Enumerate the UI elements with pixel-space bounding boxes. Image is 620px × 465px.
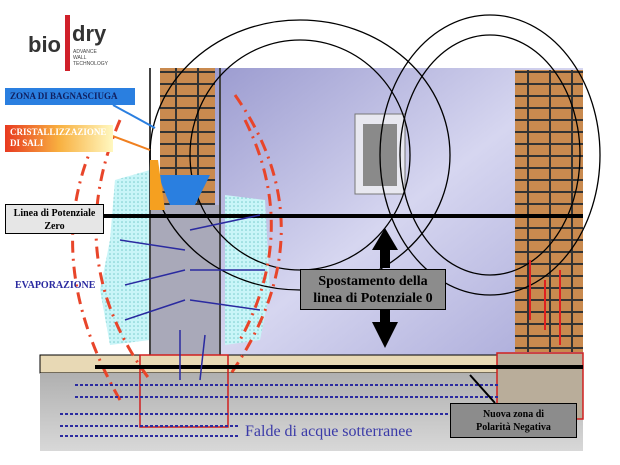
red-down-arrows	[529, 260, 561, 345]
nuova-zona-pointer	[469, 374, 496, 404]
orange-salt-flow	[150, 160, 165, 210]
electric-field-lines	[149, 14, 601, 296]
red-field-arcs	[71, 94, 283, 401]
evaporazione-label: EVAPORAZIONE	[15, 280, 96, 291]
evaporation-zone	[100, 170, 270, 345]
logo-text-left: bio	[28, 32, 61, 57]
zona-pointer	[112, 104, 156, 129]
shift-arrows	[372, 228, 398, 348]
falde-label: Falde di acque sotterranee	[245, 423, 413, 440]
cristallizzazione-pointer	[109, 134, 151, 151]
logo-text-right: dry	[72, 21, 107, 46]
right-brick-pillar	[515, 70, 583, 352]
moisture-arrows	[119, 214, 265, 381]
zona-bagnasciuga-label: ZONA DI BAGNASCIUGA	[5, 88, 135, 105]
logo-bar	[65, 15, 70, 71]
foundation-zone	[139, 354, 229, 428]
groundwater-flow-lines	[60, 384, 500, 437]
left-concrete-column	[150, 205, 220, 355]
blue-wetting-arrow	[158, 175, 210, 205]
